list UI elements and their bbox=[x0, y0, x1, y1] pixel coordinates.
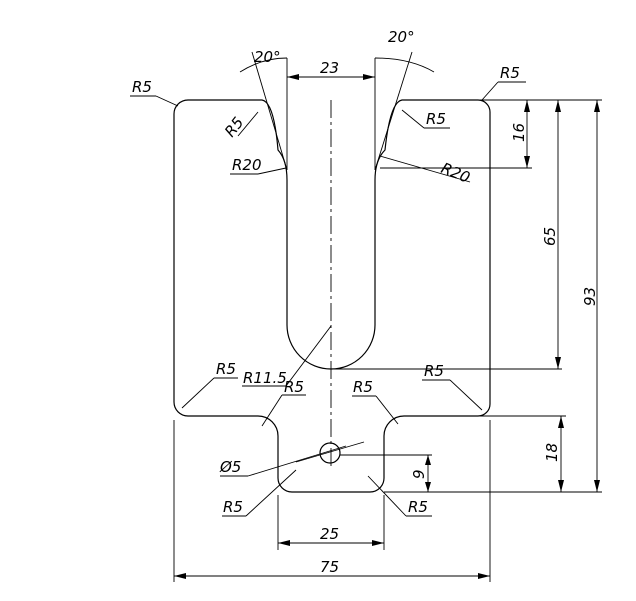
leader bbox=[181, 377, 215, 409]
dim-65-label: 65 bbox=[541, 227, 559, 246]
leader bbox=[295, 441, 365, 463]
angle-right-label: 20° bbox=[388, 28, 415, 46]
dim-18-label: 18 bbox=[543, 443, 561, 462]
angle-arc-left bbox=[239, 57, 288, 73]
leader bbox=[375, 395, 399, 425]
part-outline bbox=[173, 99, 491, 493]
leader bbox=[155, 95, 179, 107]
r5-mid-right-a-label: R5 bbox=[353, 378, 373, 396]
leader bbox=[401, 109, 425, 129]
angle-leader-left bbox=[251, 51, 288, 171]
leader bbox=[449, 379, 483, 411]
r5-bottom-right-label: R5 bbox=[408, 498, 428, 516]
angle-leader-right bbox=[374, 51, 413, 171]
r5-mid-left-b-label: R5 bbox=[284, 378, 304, 396]
leader bbox=[257, 167, 287, 175]
leader bbox=[237, 111, 259, 137]
leader bbox=[379, 155, 471, 183]
dim-93-label: 93 bbox=[581, 287, 599, 306]
r5-top-right-inner-label: R5 bbox=[426, 110, 446, 128]
angle-left-label: 20° bbox=[254, 48, 281, 66]
r5-top-right-label: R5 bbox=[500, 64, 520, 82]
leader bbox=[481, 81, 499, 101]
r5-mid-right-b-label: R5 bbox=[424, 362, 444, 380]
r5-top-left-inner-label: R5 bbox=[221, 114, 247, 141]
dim-23-label: 23 bbox=[320, 59, 339, 77]
r5-top-left-label: R5 bbox=[132, 78, 152, 96]
leader bbox=[367, 475, 407, 517]
r20-left-label: R20 bbox=[232, 156, 262, 174]
r20-right-label: R20 bbox=[439, 159, 473, 187]
r5-mid-left-label: R5 bbox=[216, 360, 236, 378]
hole-circle bbox=[319, 442, 341, 464]
r115-label: R11.5 bbox=[243, 369, 287, 387]
dim-9-label: 9 bbox=[410, 469, 428, 479]
angle-arc-right bbox=[374, 57, 435, 73]
r5-bottom-left-label: R5 bbox=[223, 498, 243, 516]
dim-25-label: 25 bbox=[320, 525, 339, 543]
leader bbox=[245, 469, 297, 517]
leader bbox=[261, 394, 283, 427]
dim-75-label: 75 bbox=[320, 558, 339, 576]
leader bbox=[285, 325, 332, 387]
dim-16-label: 16 bbox=[510, 123, 528, 142]
leader bbox=[247, 445, 347, 477]
hole-diameter-label: Ø5 bbox=[219, 458, 241, 476]
